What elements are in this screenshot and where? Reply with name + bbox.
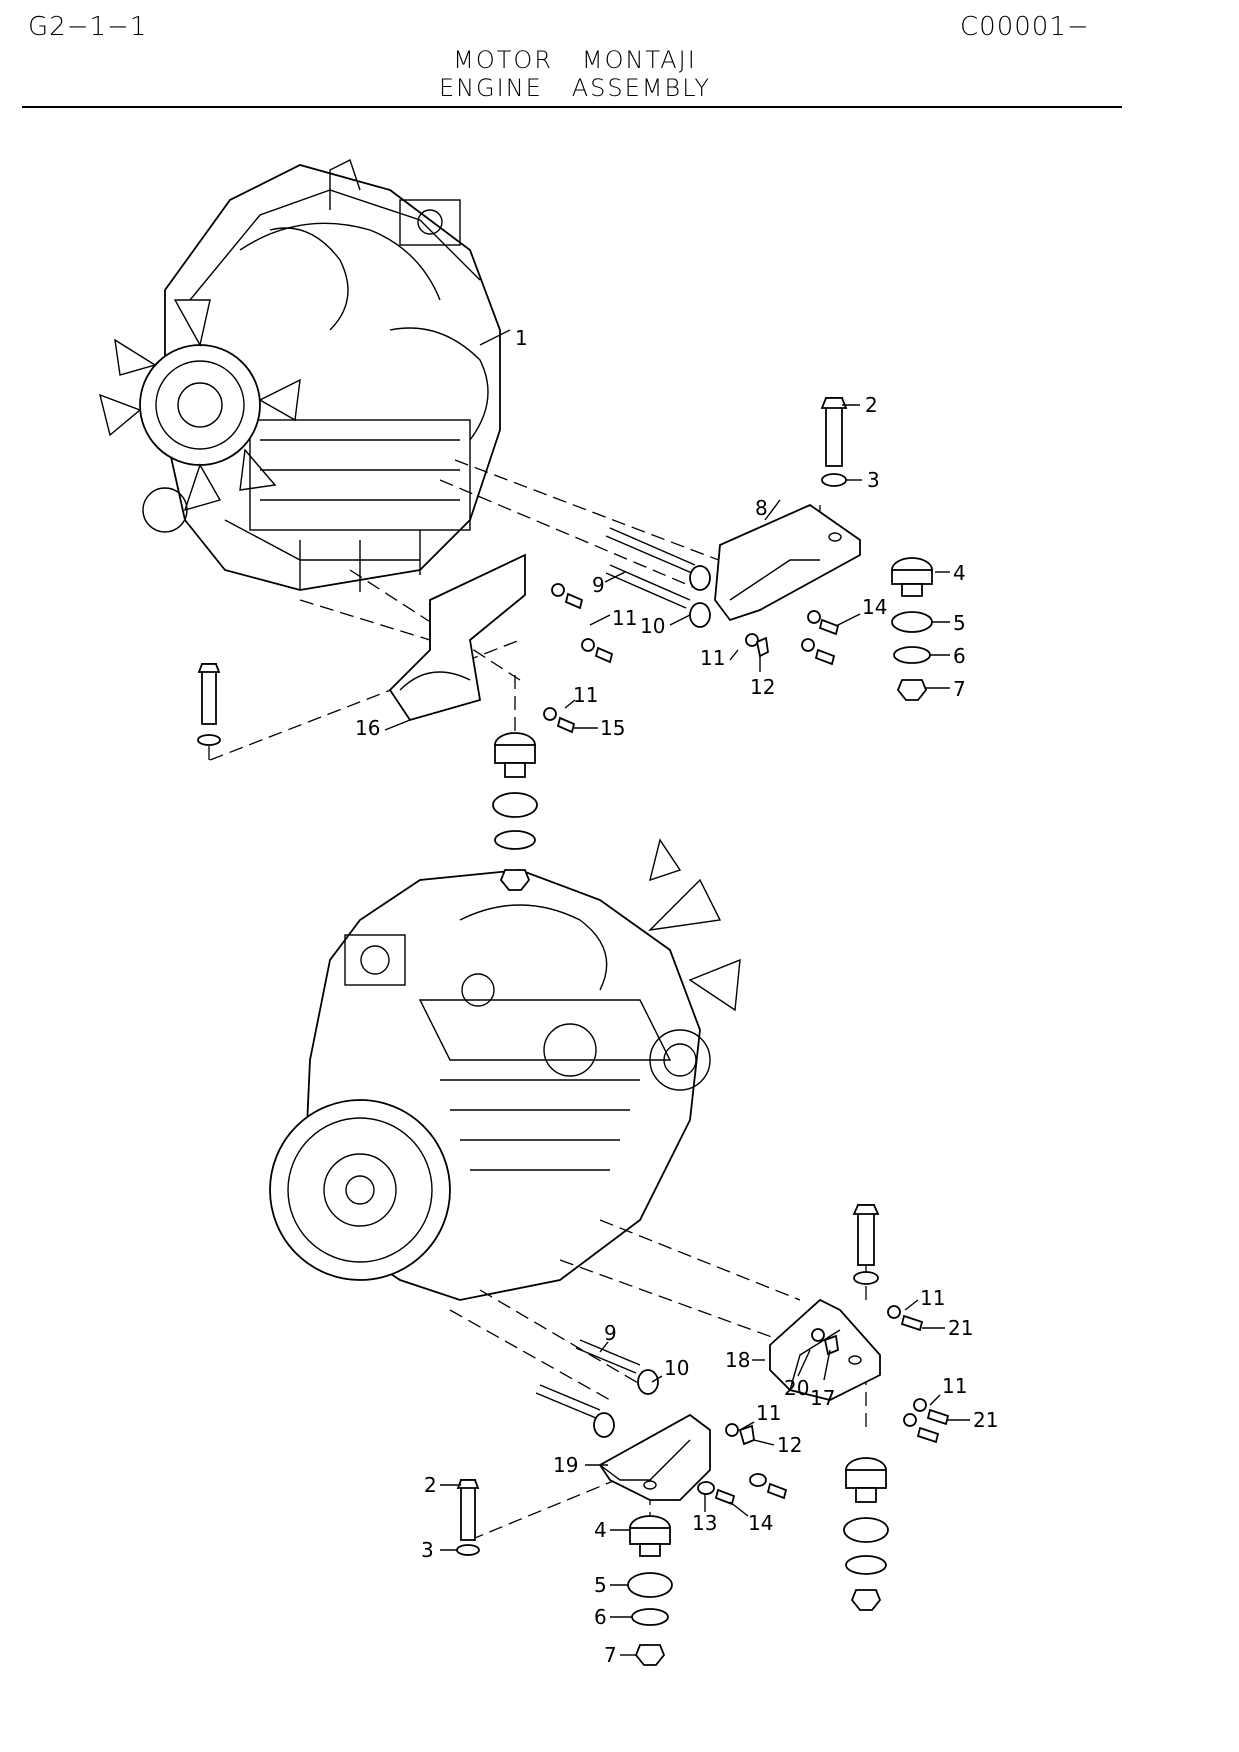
callout-19: 19 bbox=[553, 1453, 578, 1477]
callout-11: 11 bbox=[942, 1374, 967, 1398]
callout-10: 10 bbox=[640, 614, 665, 638]
engine-bottom-illustration bbox=[269, 838, 741, 1301]
callout-14: 14 bbox=[862, 595, 887, 619]
callout-2: 2 bbox=[865, 393, 878, 417]
page-title-english: ENGINE ASSEMBLY bbox=[438, 74, 712, 102]
callout-11: 11 bbox=[920, 1286, 945, 1310]
callout-5: 5 bbox=[953, 611, 966, 635]
callout-12: 12 bbox=[750, 675, 775, 699]
callout-8: 8 bbox=[755, 496, 768, 520]
callout-labels-bottom: 11 21 9 18 10 20 17 11 21 11 12 19 2 4 1… bbox=[421, 1286, 998, 1667]
document-code: C00001− bbox=[960, 12, 1090, 42]
callout-3: 3 bbox=[421, 1538, 434, 1562]
callout-9: 9 bbox=[592, 573, 605, 597]
callout-11: 11 bbox=[612, 606, 637, 630]
callout-16: 16 bbox=[355, 716, 380, 740]
callout-21: 21 bbox=[973, 1408, 998, 1432]
callout-13: 13 bbox=[692, 1511, 717, 1535]
callout-11: 11 bbox=[573, 683, 598, 707]
callout-2: 2 bbox=[424, 1473, 437, 1497]
title-rule bbox=[22, 106, 1122, 108]
page-title-turkish: MOTOR MONTAJI bbox=[453, 46, 697, 74]
callout-11: 11 bbox=[756, 1401, 781, 1425]
bottom-mount-parts bbox=[440, 1204, 970, 1666]
callout-6: 6 bbox=[594, 1605, 607, 1629]
callout-7: 7 bbox=[953, 677, 966, 701]
callout-labels-top: 1 2 3 8 4 14 5 9 10 11 6 7 11 12 11 16 1… bbox=[355, 326, 966, 740]
callout-1: 1 bbox=[515, 326, 528, 350]
callout-20: 20 bbox=[784, 1376, 809, 1400]
engine-top-illustration bbox=[98, 159, 501, 592]
page-code: G2−1−1 bbox=[28, 12, 148, 42]
top-mount-parts bbox=[197, 329, 950, 891]
callout-15: 15 bbox=[600, 716, 625, 740]
callout-21: 21 bbox=[948, 1316, 973, 1340]
callout-12: 12 bbox=[777, 1433, 802, 1457]
callout-9: 9 bbox=[604, 1321, 617, 1345]
callout-7: 7 bbox=[604, 1643, 617, 1667]
callout-10: 10 bbox=[664, 1356, 689, 1380]
callout-17: 17 bbox=[810, 1386, 835, 1410]
callout-11: 11 bbox=[700, 646, 725, 670]
callout-4: 4 bbox=[953, 561, 966, 585]
callout-18: 18 bbox=[725, 1348, 750, 1372]
callout-3: 3 bbox=[867, 468, 880, 492]
callout-4: 4 bbox=[594, 1518, 607, 1542]
callout-5: 5 bbox=[594, 1573, 607, 1597]
callout-14: 14 bbox=[748, 1511, 773, 1535]
callout-6: 6 bbox=[953, 644, 966, 668]
